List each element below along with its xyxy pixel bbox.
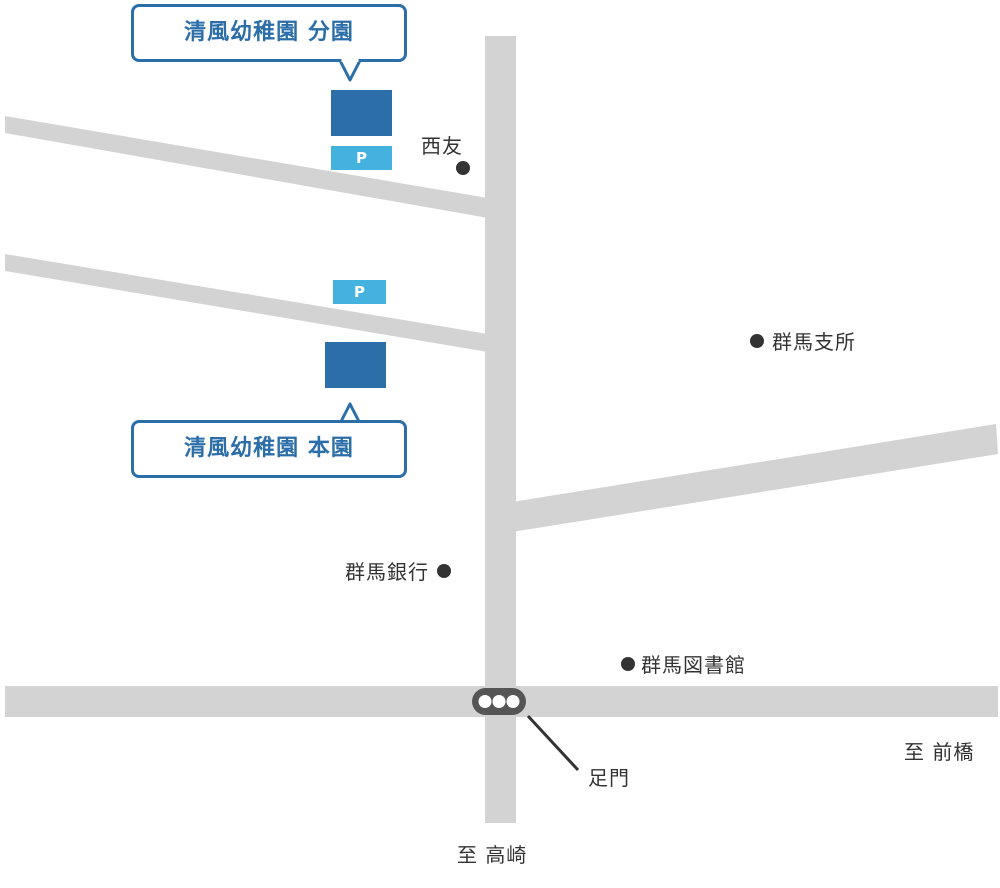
intersection-leader-line (526, 714, 580, 772)
traffic-signal-icon (472, 688, 526, 715)
branch-parking: P (331, 146, 392, 170)
dot-icon (437, 563, 451, 578)
branch-kindergarten-callout: 清風幼稚園 分園 (131, 4, 407, 62)
main-parking: P (333, 280, 386, 304)
landmark-gunma-bank: 群馬銀行 (345, 556, 451, 585)
landmark-gunma-branch-office: 群馬支所 (750, 326, 856, 355)
main-kindergarten-building (325, 342, 386, 388)
road-upper-diagonal (5, 116, 488, 218)
branch-callout-tail (338, 57, 362, 82)
road-right-diagonal (512, 424, 998, 532)
intersection-label: 足門 (588, 766, 630, 790)
landmark-gunma-bank-label: 群馬銀行 (345, 560, 429, 584)
landmark-nishitomo-dot (456, 161, 470, 175)
landmark-gunma-branch-office-label: 群馬支所 (772, 330, 856, 354)
landmark-gunma-library-label: 群馬図書館 (641, 653, 746, 677)
main-kindergarten-callout: 清風幼稚園 本園 (131, 420, 407, 478)
direction-east-label: 至 前橋 (904, 740, 975, 764)
road-lower-diagonal (5, 254, 488, 352)
dot-icon (621, 656, 635, 671)
landmark-nishitomo-label: 西友 (421, 134, 463, 158)
direction-south-label: 至 高崎 (457, 843, 528, 867)
branch-kindergarten-building (331, 90, 392, 136)
dot-icon (750, 333, 764, 348)
landmark-gunma-library: 群馬図書館 (621, 649, 746, 678)
